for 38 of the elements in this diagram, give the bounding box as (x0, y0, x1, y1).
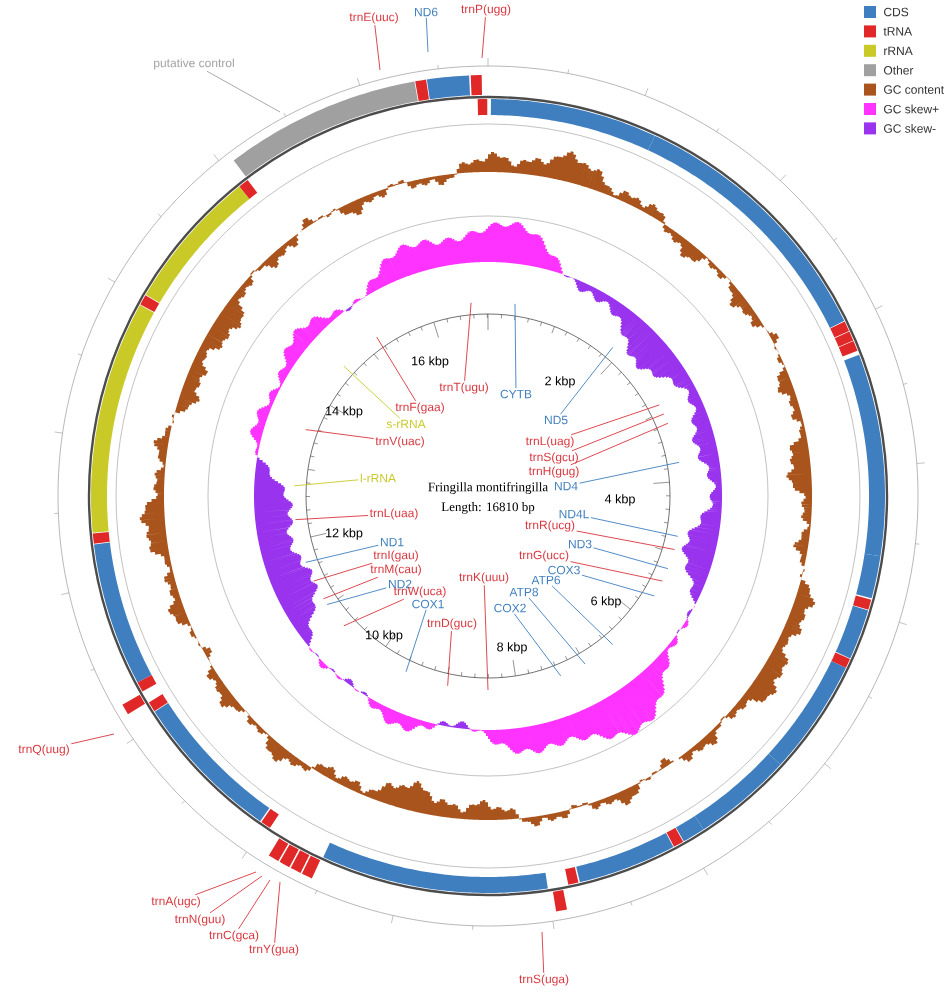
leader-line (464, 302, 472, 382)
leader-line (590, 517, 679, 537)
leader-line (293, 479, 359, 487)
leader-line (323, 576, 379, 600)
leader-line (514, 303, 517, 389)
leader-line (576, 530, 675, 550)
leader-line (305, 544, 379, 563)
leader-line (209, 875, 263, 914)
leader-line (570, 404, 660, 436)
leader-line (513, 613, 562, 677)
leader-line (551, 585, 614, 646)
leader-line (343, 598, 405, 627)
leader-line (541, 931, 545, 974)
leader-line (305, 429, 375, 439)
leader-line (579, 461, 680, 484)
leader-line (313, 562, 373, 582)
leader-line (376, 336, 417, 402)
leader-line (194, 871, 257, 896)
leader-line (405, 609, 427, 673)
leader-line (238, 879, 271, 930)
leader-line (570, 561, 663, 582)
leader-line (70, 733, 115, 745)
leader-line (581, 574, 655, 597)
leader-line (374, 24, 381, 71)
leader-line (425, 17, 429, 53)
leader-line (528, 597, 586, 665)
leader-line (447, 630, 452, 687)
leader-line (571, 413, 665, 452)
leader-line (326, 587, 387, 605)
leader-line (481, 16, 486, 59)
leader-line (593, 547, 669, 570)
leader-line (570, 422, 669, 466)
leader-line (560, 346, 614, 415)
leader-line (274, 881, 281, 944)
leader-line (206, 70, 281, 113)
leader-line (483, 584, 489, 691)
leader-line (295, 515, 369, 521)
leader-line (343, 365, 401, 419)
